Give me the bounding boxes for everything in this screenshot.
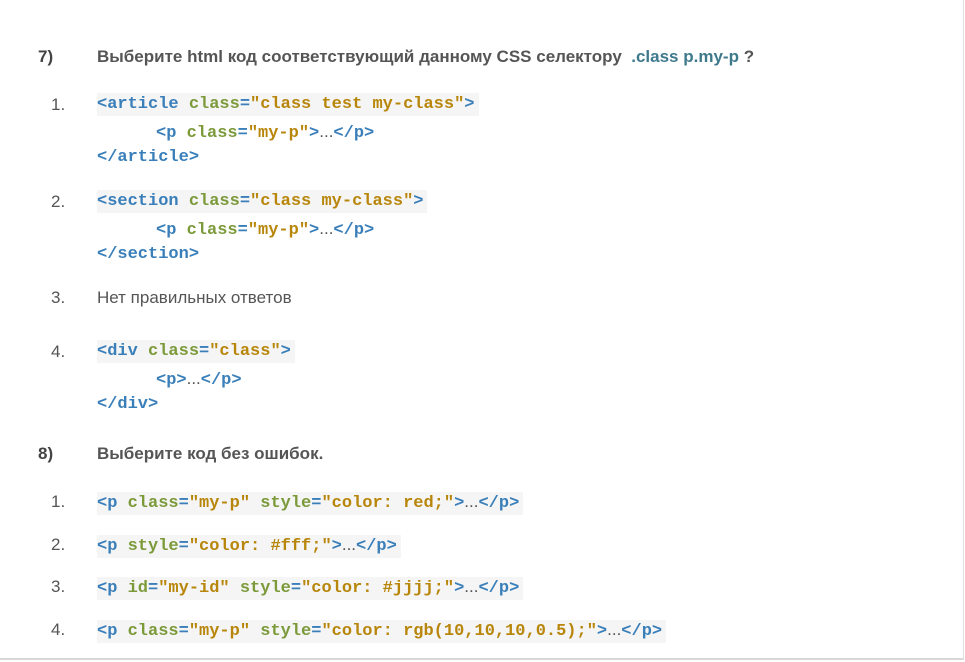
- code-line: <p class="my-p">...</p>: [156, 219, 375, 240]
- code-line: </div>: [97, 395, 159, 414]
- option-number: 3.: [51, 577, 66, 596]
- code-line: </article>: [97, 148, 200, 167]
- code-line: <p>...</p>: [156, 369, 242, 390]
- question-7-text: Выберите html код соответствующий данном…: [97, 47, 754, 67]
- question-8-number: 8): [38, 444, 54, 463]
- css-selector: .class p.my-p: [631, 47, 739, 66]
- option-number: 1.: [51, 492, 66, 511]
- question-7-label: Выберите html код соответствующий данном…: [97, 47, 622, 66]
- option-number: 3.: [51, 288, 66, 307]
- option-number: 1.: [51, 95, 66, 114]
- code-line: <p class="my-p">...</p>: [156, 122, 375, 143]
- code-line: <div class="class">: [97, 340, 295, 363]
- option-number: 4.: [51, 620, 66, 639]
- question-7-number: 7): [38, 47, 54, 66]
- code-line: <section class="class my-class">: [97, 190, 428, 213]
- code-line: <p class="my-p" style="color: rgb(10,10,…: [97, 620, 667, 643]
- code-line: <article class="class test my-class">: [97, 93, 479, 116]
- option-text: Нет правильных ответов: [97, 288, 292, 307]
- option-number: 2.: [51, 535, 66, 554]
- option-number: 4.: [51, 342, 66, 361]
- code-line: </section>: [97, 245, 200, 264]
- code-line: <p class="my-p" style="color: red;">...<…: [97, 492, 524, 515]
- question-8-text: Выберите код без ошибок.: [97, 444, 324, 463]
- code-line: <p id="my-id" style="color: #jjjj;">...<…: [97, 577, 524, 600]
- code-line: <p style="color: #fff;">...</p>: [97, 535, 401, 558]
- option-number: 2.: [51, 192, 66, 211]
- question-7-suffix: ?: [743, 47, 755, 66]
